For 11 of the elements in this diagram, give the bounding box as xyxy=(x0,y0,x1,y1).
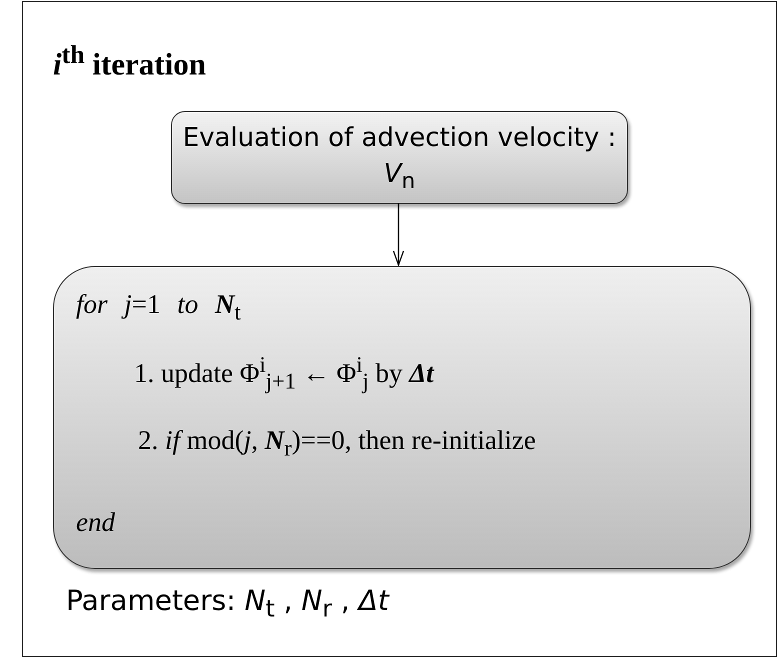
loop-end: end xyxy=(76,507,115,538)
heading: i$^{th}$ iteration xyxy=(53,40,206,82)
step-text: 1. update Φ$^{i}$$_{j+1}$ ← Φ$^{i}$$_{j}$ by Δt xyxy=(134,352,434,394)
step-text: 2. if mod(j, N$_{r}$)==0, then re-initialize xyxy=(138,425,536,462)
process-box xyxy=(171,111,628,204)
frame-panel xyxy=(22,1,777,657)
process-text: Evaluation of advection velocity : V$_{n}$ xyxy=(182,122,618,197)
arrow xyxy=(392,203,404,266)
loop-box xyxy=(53,266,751,569)
parameters-text: Parameters: N$_{t}$ , N$_{r}$ , Δt xyxy=(66,584,389,623)
loop-header: for j=1 to N$_{t}$ xyxy=(76,289,241,326)
